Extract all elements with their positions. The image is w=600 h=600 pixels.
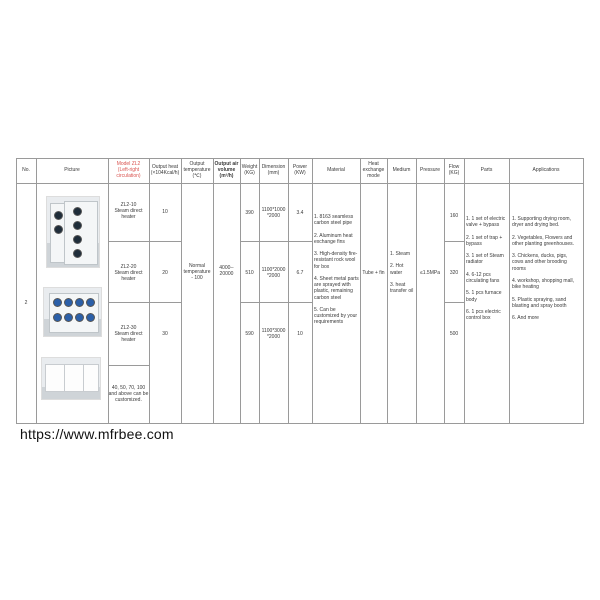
heater-photo-2 [43,287,102,337]
output-heat-2: 20 [162,270,168,276]
heater-photo-3 [41,357,101,400]
power-3: 10 [297,331,303,337]
weight-1: 390 [245,210,254,216]
header-material: Material [327,167,345,173]
power-1: 3.4 [296,210,304,216]
header-dimension: Dimension (mm) [261,164,286,177]
air-volume: 4000-- 20000 [219,265,234,278]
output-heat-3: 30 [162,331,168,337]
dimension-2: 1100*2000 *2000 [261,267,286,280]
header-pressure: Pressure [419,167,440,173]
model-zl2-10: ZL2-10 Steam direct heater [114,202,143,221]
header-no: No. [22,167,30,173]
parts-list: 1. 1 set of electric valve + bypass 2. 1… [466,216,506,322]
header-power: Power (KW) [292,164,308,177]
power-2: 6.7 [296,270,304,276]
header-weight: Weight (KG) [241,164,258,177]
medium-list: 1. Steam 2. Hot water 3. heat transfer o… [390,251,414,295]
dimension-1: 1100*1000 *2000 [261,207,286,220]
header-parts: Parts [480,167,493,173]
weight-3: 590 [245,331,254,337]
flow-2: 320 [449,270,459,276]
flow-3: 500 [449,331,459,337]
flow-1: 160 [449,213,459,219]
header-applications: Applications [532,167,560,173]
header-picture: Picture [64,167,80,173]
model-zl2-20: ZL2-20 Steam direct heater [114,264,143,283]
header-output-temperature: Output temperature (℃) [183,161,211,180]
header-flow: Flow (KG) [448,164,460,177]
weight-2: 510 [245,270,254,276]
pressure: ≤1.5MPa [420,270,440,276]
header-output-heat: Output heat (×104Kcal/h) [150,164,180,177]
spec-table: No. Picture Model ZL2 (Left-right circul… [16,158,584,424]
custom-note: 40, 50, 70, 100 and above can be customi… [108,385,149,404]
heater-photo-1 [46,196,100,268]
applications-list: 1. Supporting drying room, dryer and dry… [512,216,574,322]
output-temperature: Normal temperature - 100 [183,263,211,282]
watermark-url: https://www.mfrbee.com [20,426,174,442]
row-number: 2 [24,300,28,306]
material-list: 1. 8163 seamless carbon steel pipe 2. Al… [314,214,359,326]
header-model: Model ZL2 (Left-right circulation) [116,161,141,180]
model-zl2-30: ZL2-30 Steam direct heater [114,325,143,344]
dimension-3: 1100*3000 *2000 [261,328,286,341]
output-heat-1: 10 [162,209,168,215]
heat-exchange-mode: Tube + fin [362,270,385,276]
header-air-volume: Output air volume (m³/h) [214,161,239,180]
header-heat-exchange-mode: Heat exchange mode [362,161,385,180]
header-medium: Medium [392,167,411,173]
